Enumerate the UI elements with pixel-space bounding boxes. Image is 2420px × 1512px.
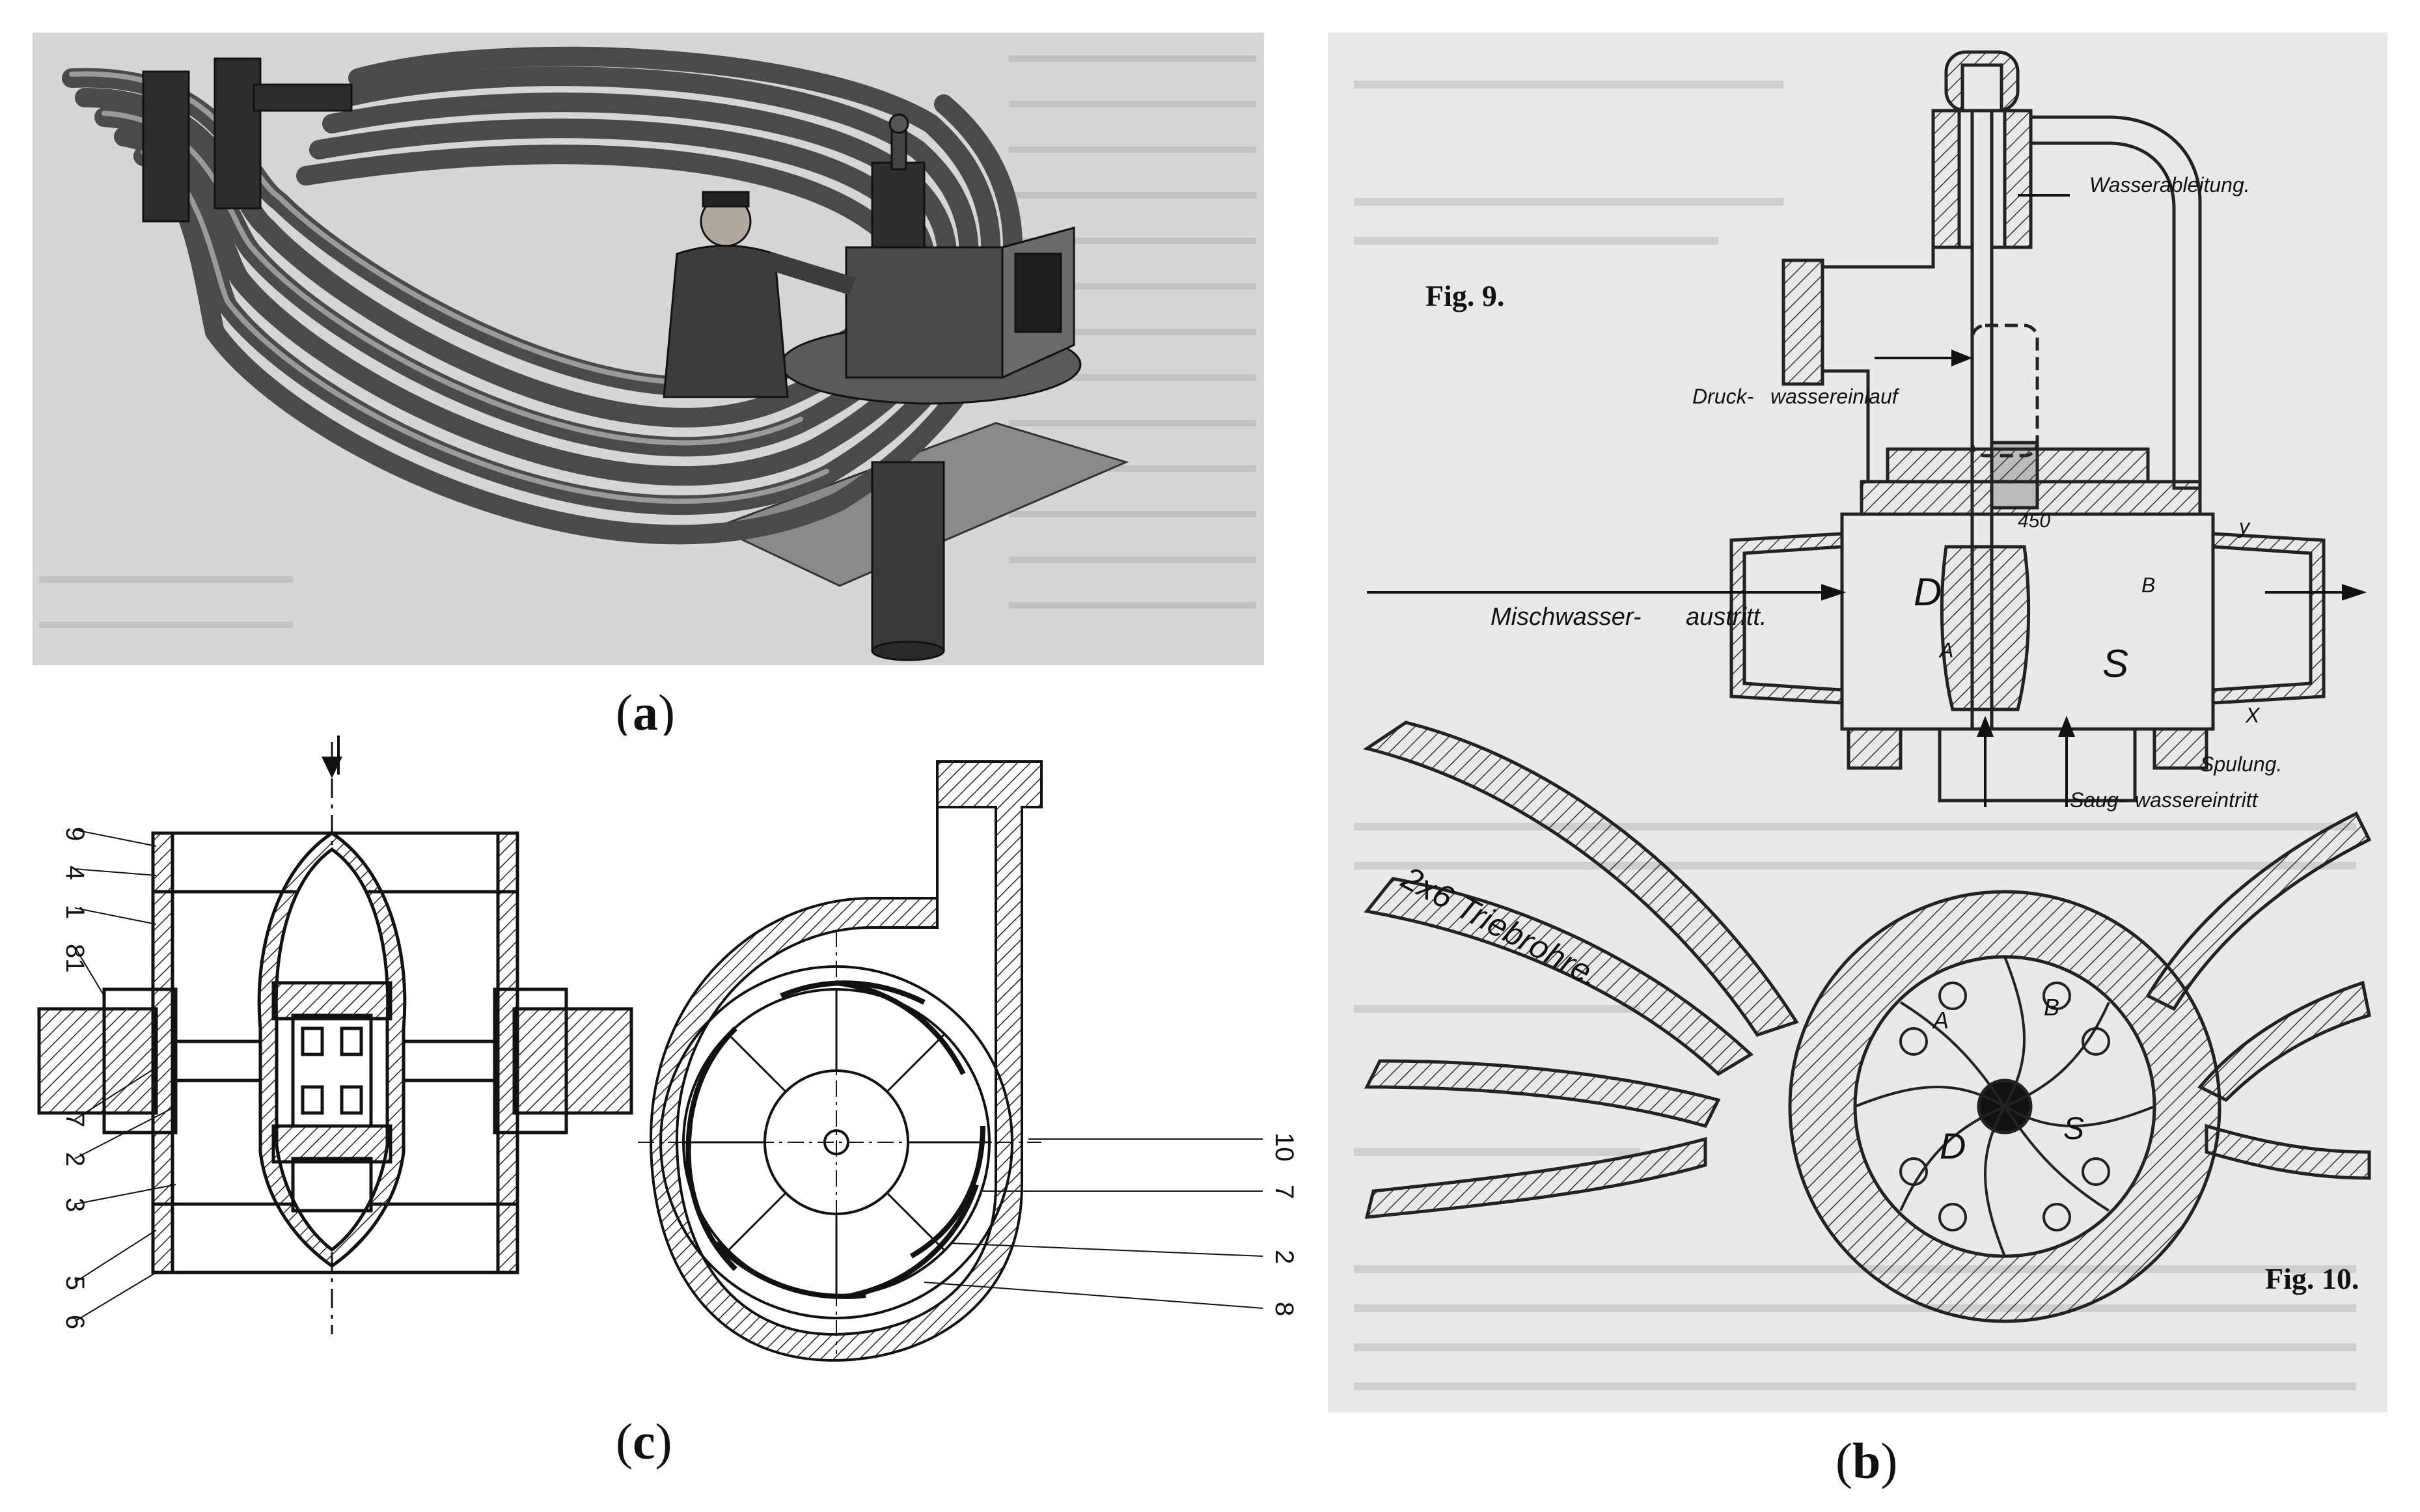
fig10-caption: Fig. 10. <box>2265 1262 2359 1295</box>
panel-a-photograph <box>33 33 1264 665</box>
plan-label-A: A <box>1932 1007 1949 1034</box>
sectional-drawing <box>37 735 633 1334</box>
part-number: 8 <box>1270 1302 1295 1316</box>
panel-c-drawings: 9 4 1 81 7 2 3 5 6 <box>26 735 1295 1373</box>
label-dimension: 450 <box>2018 510 2050 532</box>
label-A: A <box>1938 639 1953 662</box>
fig10-plan <box>1362 721 2372 1323</box>
caption-b: (b) <box>1836 1433 1898 1489</box>
label-wassereinlauf: wassereinlauf <box>1770 385 1900 408</box>
caption-c: (c) <box>616 1413 672 1470</box>
volute-drawing <box>638 760 1043 1362</box>
volute-part-numbers: 10 7 2 8 <box>1270 1133 1295 1316</box>
panel-b-scanned-figures: Fig. 9. Fig. 10. Wasserableitung. Druck-… <box>1328 33 2387 1412</box>
part-number: 4 <box>61 866 89 880</box>
plan-label-D: D <box>1940 1125 1966 1166</box>
plan-label-B: B <box>2044 994 2059 1021</box>
part-number: 81 <box>61 944 89 973</box>
label-S: S <box>2102 642 2128 685</box>
part-number: 7 <box>61 1113 89 1127</box>
panel-c-illustration: 9 4 1 81 7 2 3 5 6 <box>37 735 1295 1362</box>
label-austritt: austritt. <box>1686 603 1767 631</box>
plan-label-S: S <box>2063 1112 2084 1146</box>
label-X: X <box>2245 704 2261 727</box>
label-B: B <box>2141 573 2155 597</box>
panel-b-illustration: Fig. 9. Fig. 10. Wasserableitung. Druck-… <box>1328 33 2387 1412</box>
label-D: D <box>1914 570 1942 614</box>
part-number: 2 <box>1270 1250 1295 1264</box>
part-number: 9 <box>61 827 89 841</box>
label-Y: y <box>2238 515 2251 538</box>
caption-a: (a) <box>616 684 675 741</box>
label-saug: Saug- <box>2070 788 2125 812</box>
sectional-part-numbers: 9 4 1 81 7 2 3 5 6 <box>61 827 89 1329</box>
part-number: 2 <box>61 1152 89 1166</box>
label-druck: Druck- <box>1692 385 1753 408</box>
part-number: 5 <box>61 1276 89 1290</box>
part-number: 1 <box>61 905 89 919</box>
label-spulung: Spulung. <box>2200 752 2282 776</box>
panel-a-illustration <box>33 33 1264 665</box>
label-wasserableitung: Wasserableitung. <box>2089 173 2250 197</box>
label-wassereintritt: wassereintritt <box>2135 788 2259 812</box>
fig9-caption: Fig. 9. <box>1425 279 1504 312</box>
part-number: 10 <box>1270 1133 1295 1162</box>
part-number: 7 <box>1270 1185 1295 1199</box>
label-mischwasser: Mischwasser- <box>1491 603 1642 631</box>
part-number: 6 <box>61 1315 89 1329</box>
part-number: 3 <box>61 1198 89 1212</box>
fig9-section <box>1729 50 2326 803</box>
